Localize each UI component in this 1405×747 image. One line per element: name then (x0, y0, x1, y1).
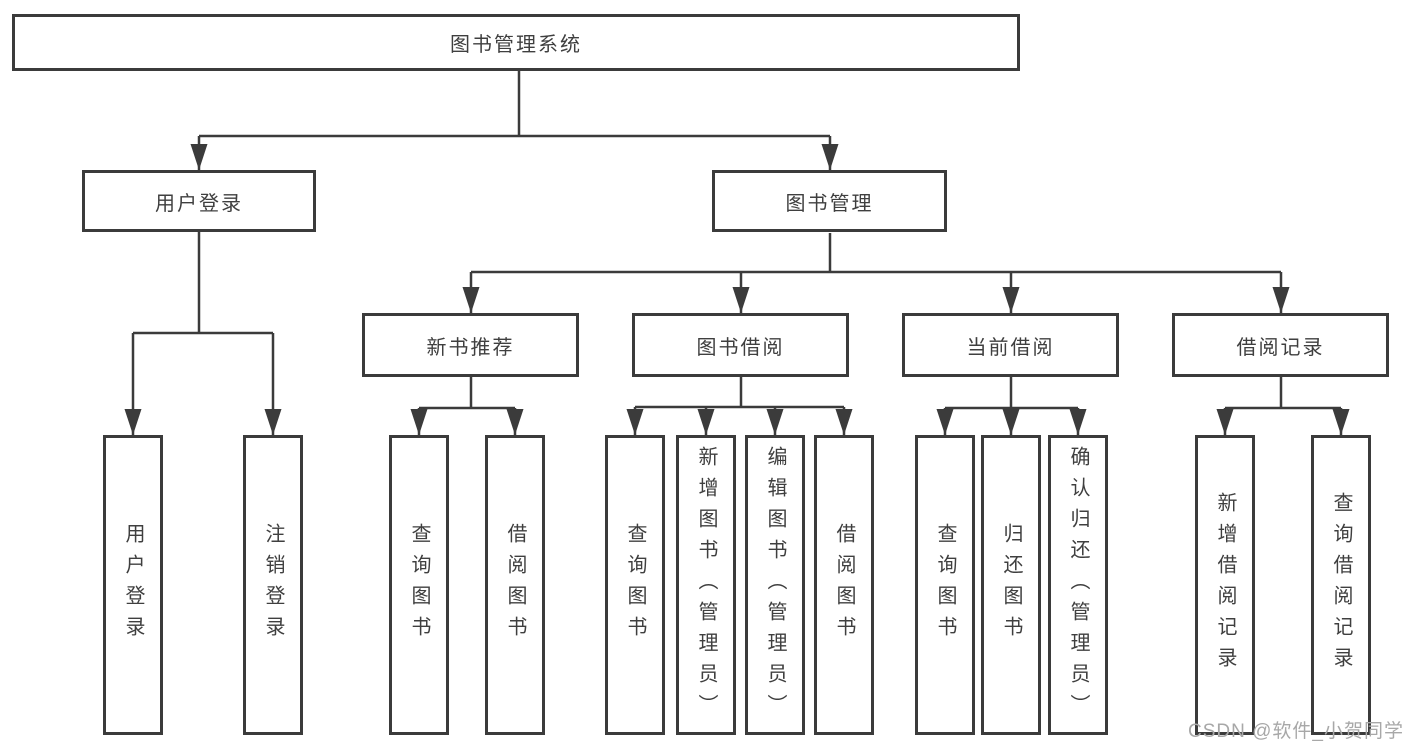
arrowhead (190, 144, 208, 170)
edge-new-book-group (417, 377, 517, 435)
arrowhead (697, 409, 715, 435)
arrowhead (506, 409, 524, 435)
node-borrow-records-label: 借阅记录 (1236, 336, 1325, 359)
arrowhead (1002, 287, 1020, 313)
node-nb-query-books: 查询图书 (389, 435, 449, 735)
node-br-query-record-label: 查询借阅记录 (1330, 492, 1352, 678)
node-bb-query-books-label: 查询图书 (624, 523, 646, 647)
node-login: 用户登录 (103, 435, 163, 735)
node-new-book-recommend-label: 新书推荐 (426, 336, 515, 359)
node-nb-query-books-label: 查询图书 (408, 523, 430, 647)
arrowhead (264, 409, 282, 435)
node-book-borrow-label: 图书借阅 (696, 336, 785, 359)
node-bb-borrow-books-label: 借阅图书 (833, 523, 855, 647)
node-bb-borrow-books: 借阅图书 (814, 435, 874, 735)
arrowhead (1216, 409, 1234, 435)
edge-borrow-records-group (1223, 377, 1343, 435)
arrowhead (626, 409, 644, 435)
node-logout-label: 注销登录 (262, 523, 284, 647)
node-root: 图书管理系统 (12, 14, 1020, 71)
node-br-add-record-label: 新增借阅记录 (1214, 492, 1236, 678)
node-bb-add-books-admin: 新增图书（管理员） (676, 435, 736, 735)
node-bb-edit-books-admin: 编辑图书（管理员） (745, 435, 805, 735)
edge-book-borrow-group (633, 377, 846, 435)
node-br-add-record: 新增借阅记录 (1195, 435, 1255, 735)
node-current-borrow: 当前借阅 (902, 313, 1119, 377)
node-logout: 注销登录 (243, 435, 303, 735)
node-user-login-label: 用户登录 (155, 192, 243, 215)
node-new-book-recommend: 新书推荐 (362, 313, 579, 377)
arrowhead (732, 287, 750, 313)
arrowhead (124, 409, 142, 435)
node-cb-query-books: 查询图书 (915, 435, 975, 735)
node-nb-borrow-books: 借阅图书 (485, 435, 545, 735)
node-br-query-record: 查询借阅记录 (1311, 435, 1371, 735)
arrowhead (1332, 409, 1350, 435)
node-book-management-label: 图书管理 (785, 192, 874, 215)
edge-book-management-group (469, 233, 1283, 313)
arrowhead (1272, 287, 1290, 313)
arrowhead (835, 409, 853, 435)
node-bb-query-books: 查询图书 (605, 435, 665, 735)
node-login-label: 用户登录 (122, 523, 144, 647)
node-bb-edit-books-admin-label: 编辑图书（管理员） (764, 445, 786, 725)
node-borrow-records: 借阅记录 (1172, 313, 1389, 377)
arrowhead (936, 409, 954, 435)
node-book-management: 图书管理 (712, 170, 947, 232)
arrowhead (410, 409, 428, 435)
edge-root-to-level2 (197, 71, 832, 170)
arrowhead (821, 144, 839, 170)
arrowhead (766, 409, 784, 435)
node-current-borrow-label: 当前借阅 (966, 336, 1055, 359)
node-cb-confirm-return-admin-label: 确认归还（管理员） (1067, 445, 1089, 725)
arrowhead (1069, 409, 1087, 435)
node-book-borrow: 图书借阅 (632, 313, 849, 377)
node-cb-return-books-label: 归还图书 (1000, 523, 1022, 647)
watermark: CSDN @软件_小贺同学 (1188, 721, 1404, 742)
node-cb-return-books: 归还图书 (981, 435, 1041, 735)
node-nb-borrow-books-label: 借阅图书 (504, 523, 526, 647)
node-user-login: 用户登录 (82, 170, 316, 232)
arrowhead (1002, 409, 1020, 435)
edge-user-login-group (131, 232, 275, 435)
arrowhead (462, 287, 480, 313)
node-root-label: 图书管理系统 (450, 34, 582, 56)
node-cb-confirm-return-admin: 确认归还（管理员） (1048, 435, 1108, 735)
node-bb-add-books-admin-label: 新增图书（管理员） (695, 445, 717, 725)
node-cb-query-books-label: 查询图书 (934, 523, 956, 647)
